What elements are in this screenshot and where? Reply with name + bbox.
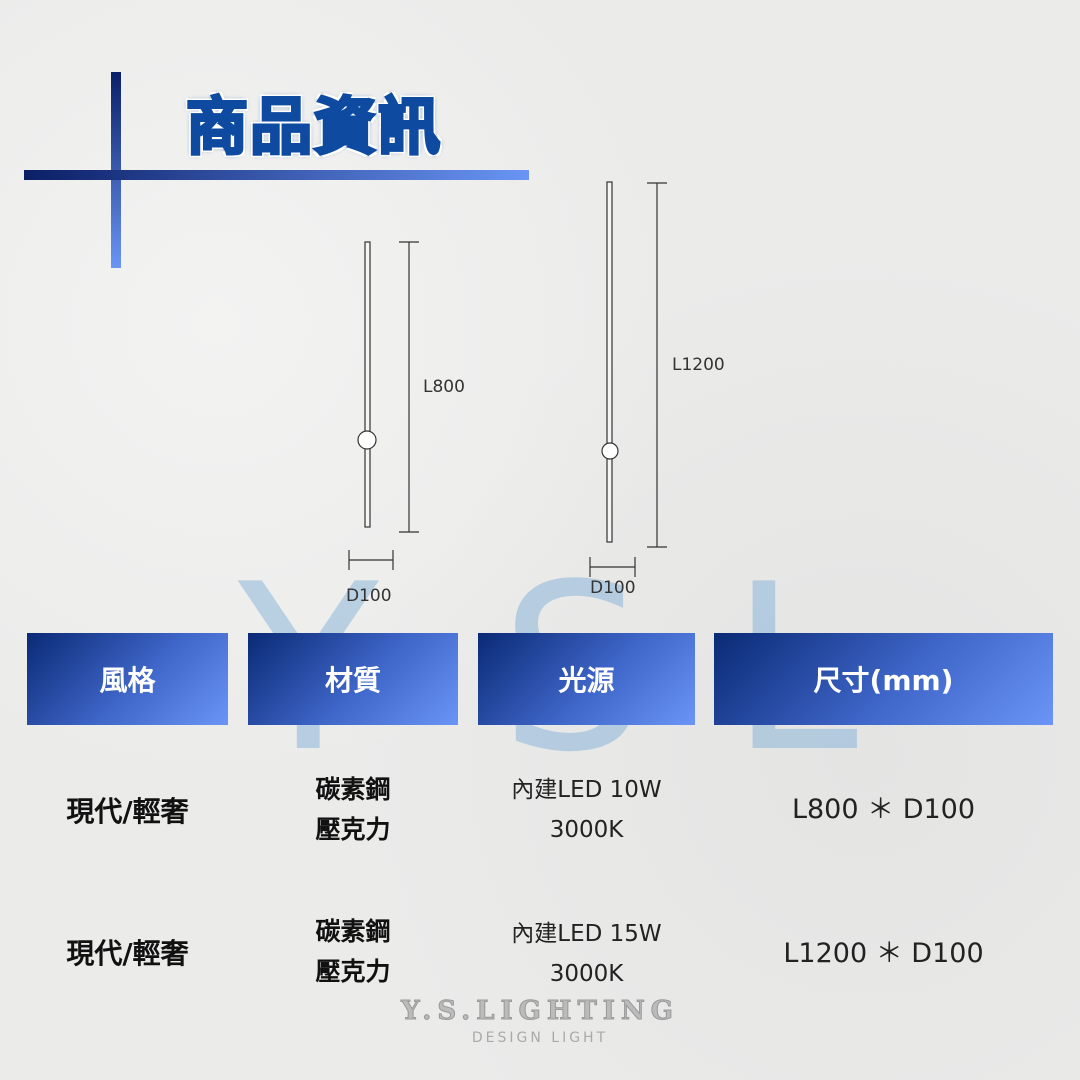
- brand-logo: Y.S.LIGHTING DESIGN LIGHT: [380, 996, 700, 1047]
- material-line: 碳素鋼: [315, 775, 391, 804]
- length-label: L1200: [672, 355, 725, 375]
- material-line: 壓克力: [315, 957, 391, 986]
- diameter-label: D100: [346, 586, 392, 606]
- light-line: 3000K: [549, 961, 624, 987]
- light-line: 3000K: [549, 817, 624, 843]
- lamp-drawing-800: [348, 241, 419, 570]
- size-cell: L1200 ＊ D100: [783, 937, 984, 969]
- style-cell: 現代/輕奢: [66, 795, 189, 828]
- header-light: 光源: [478, 633, 695, 725]
- light-line: 內建LED 15W: [511, 921, 662, 947]
- light-line: 內建LED 10W: [511, 777, 662, 803]
- header-style: 風格: [27, 633, 228, 725]
- lamp-drawing-1200: [589, 181, 667, 577]
- logo-tagline: DESIGN LIGHT: [471, 1030, 609, 1046]
- page-title: 商品資訊: [184, 89, 443, 165]
- table-row: 現代/輕奢 碳素鋼壓克力 內建LED 10W 3000K L800 ＊ D100: [0, 760, 1080, 860]
- material-cell: 碳素鋼壓克力: [248, 904, 458, 1000]
- title-horizontal-bar: [24, 170, 529, 180]
- length-label: L800: [423, 377, 465, 397]
- light-cell: 內建LED 15W 3000K: [478, 904, 695, 1004]
- header-material: 材質: [248, 633, 458, 725]
- header-size: 尺寸(mm): [714, 633, 1053, 725]
- material-line: 壓克力: [315, 815, 391, 844]
- size-cell: L800 ＊ D100: [791, 793, 976, 825]
- material-line: 碳素鋼: [315, 917, 391, 946]
- diameter-label: D100: [590, 578, 636, 598]
- material-cell: 碳素鋼壓克力: [248, 760, 458, 860]
- light-cell: 內建LED 10W 3000K: [478, 760, 695, 860]
- logo-name: Y.S.LIGHTING: [401, 996, 679, 1027]
- table-row: 現代/輕奢 碳素鋼壓克力 內建LED 15W 3000K L1200 ＊ D100: [0, 904, 1080, 1004]
- dimension-drawings: [348, 181, 667, 577]
- style-cell: 現代/輕奢: [66, 937, 189, 970]
